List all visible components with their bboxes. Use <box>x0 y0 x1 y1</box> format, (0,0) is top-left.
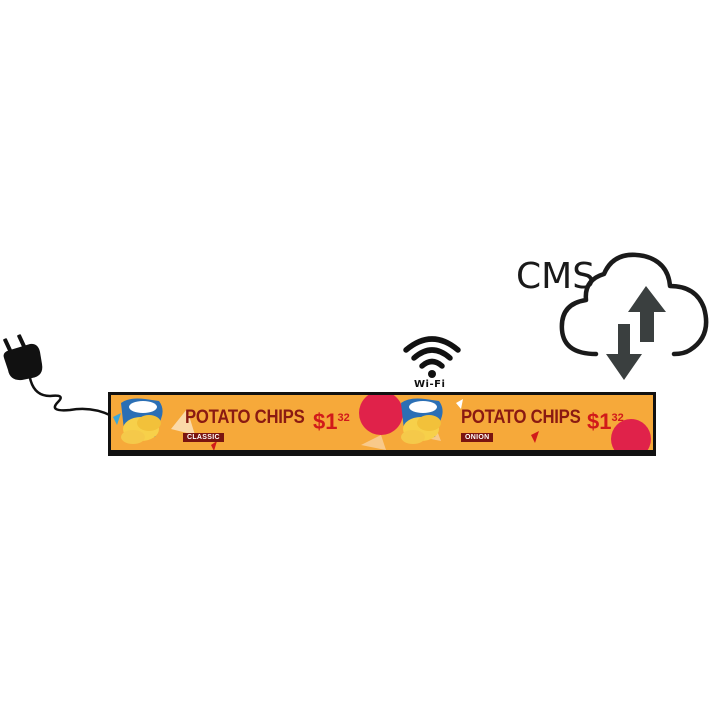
wifi-label: Wi-Fi <box>414 379 446 390</box>
price-cents: 32 <box>337 412 350 424</box>
ad-title: POTATO CHIPS <box>185 407 305 428</box>
ad-panel-classic: POTATO CHIPS $132 CLASSIC <box>111 395 382 450</box>
variant-tag: ONION <box>461 433 494 442</box>
cms-label: CMS <box>516 256 596 297</box>
variant-tag: CLASSIC <box>183 433 224 442</box>
display-screen: POTATO CHIPS $132 CLASSIC POTATO CHIPS $… <box>111 395 653 450</box>
ad-price: $132 <box>313 409 350 435</box>
stretched-bar-display: POTATO CHIPS $132 CLASSIC POTATO CHIPS $… <box>108 392 656 456</box>
price-dollars: $1 <box>587 409 612 434</box>
price-cents: 32 <box>611 412 624 424</box>
wifi-icon <box>403 336 461 378</box>
power-plug-icon <box>3 334 114 418</box>
ad-price: $132 <box>587 409 624 435</box>
chips-bag-icon <box>401 398 443 444</box>
price-dollars: $1 <box>313 409 338 434</box>
ad-title: POTATO CHIPS <box>461 407 581 428</box>
ad-panel-onion: POTATO CHIPS $132 ONION <box>381 395 652 450</box>
cloud-sync-icon <box>559 252 709 380</box>
chips-bag-icon <box>121 398 163 444</box>
